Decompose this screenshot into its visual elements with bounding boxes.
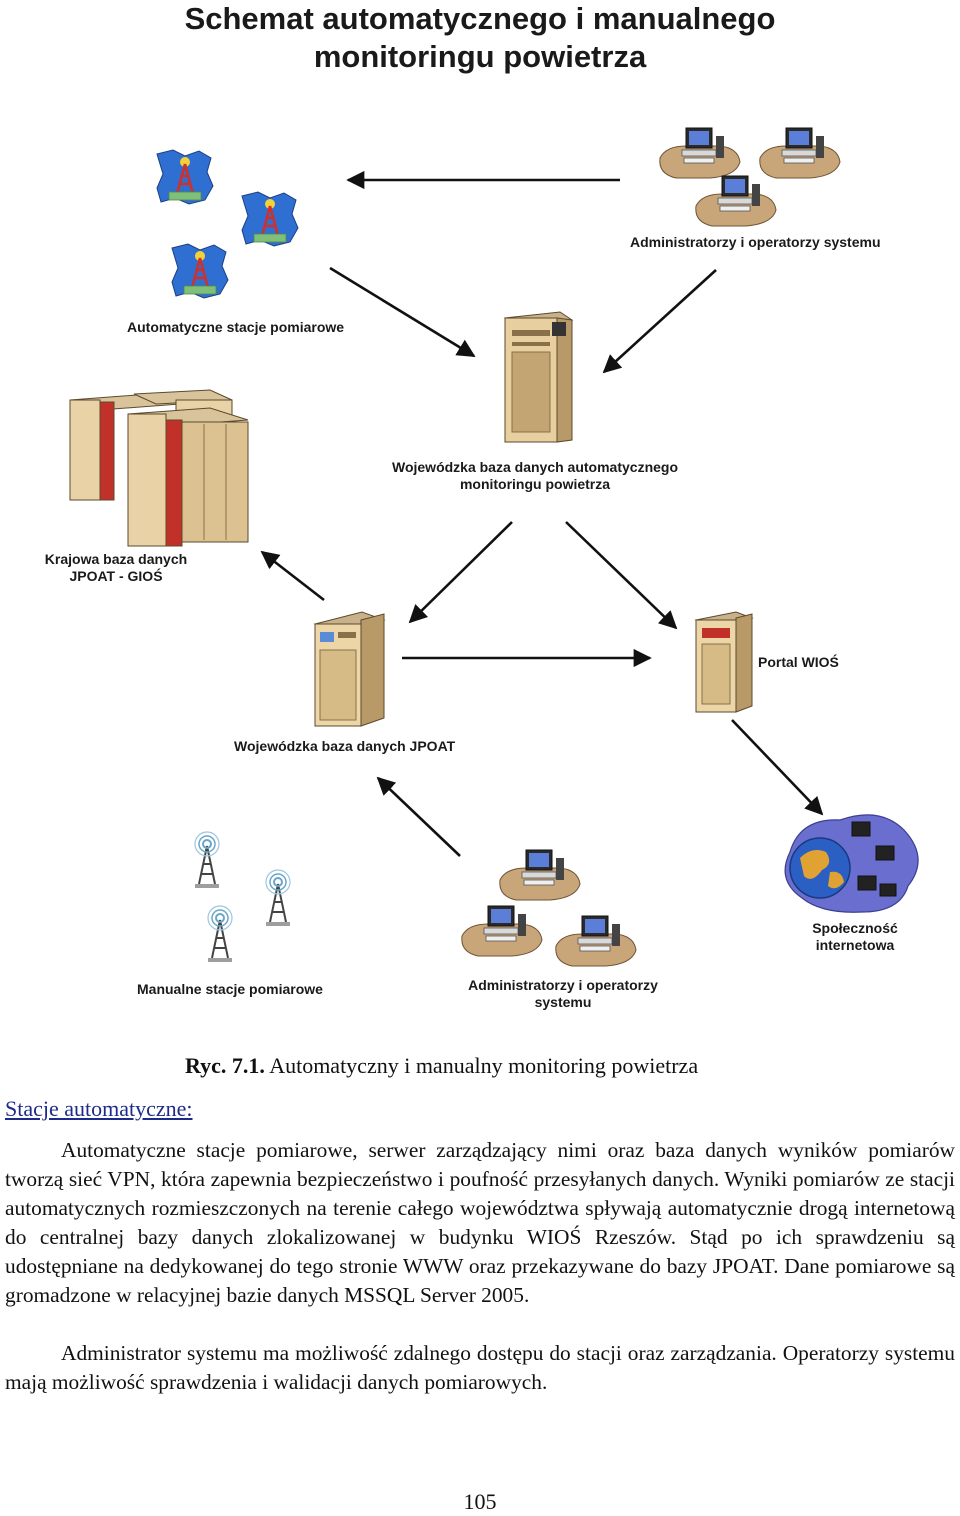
manual-stations-antennas-icon — [194, 831, 291, 963]
admins-bottom-workstations-icon — [461, 849, 637, 967]
arrow-jpoat-to-national — [260, 550, 325, 602]
label-national-db: Krajowa baza danych JPOAT - GIOŚ — [44, 551, 188, 584]
label-admins-top: Administratorzy i operatorzy systemu — [630, 234, 881, 250]
admins-top-workstations-icon — [659, 127, 841, 227]
section-heading: Stacje automatyczne: — [5, 1096, 193, 1121]
national-db-mainframe-icon — [69, 389, 249, 547]
label-community: Społeczność internetowa — [812, 920, 898, 953]
label-regional-jpoat: Wojewódzka baza danych JPOAT — [234, 738, 456, 754]
caption-number: Ryc. 7.1. — [185, 1053, 265, 1078]
page-number: 105 — [463, 1489, 497, 1514]
caption-text: Automatyczny i manualny monitoring powie… — [269, 1053, 699, 1078]
flow-arrows — [260, 170, 824, 857]
arrow-portal-to-community — [731, 719, 824, 816]
arrow-admins-to-regional-db — [602, 269, 717, 374]
figure-caption: Ryc. 7.1. Automatyczny i manualny monito… — [185, 1052, 698, 1080]
portal-server-icon — [694, 611, 754, 713]
arrow-stations-to-regional-db — [329, 266, 476, 358]
diagram-graphics — [69, 127, 919, 967]
label-portal: Portal WIOŚ — [758, 654, 839, 670]
paragraph-1: Automatyczne stacje pomiarowe, serwer za… — [5, 1138, 955, 1307]
diagram-title: Schemat automatycznego i manualnego moni… — [184, 1, 776, 74]
arrow-regional-db-to-jpoat — [408, 521, 513, 624]
internet-community-globe-icon — [784, 814, 919, 913]
arrow-regional-db-to-portal — [565, 521, 678, 630]
regional-auto-db-server-icon — [503, 311, 574, 443]
paragraph-2: Administrator systemu ma możliwość zdaln… — [5, 1341, 955, 1394]
regional-jpoat-server-icon — [313, 611, 386, 727]
label-manual-stations: Manualne stacje pomiarowe — [137, 981, 323, 997]
label-auto-stations: Automatyczne stacje pomiarowe — [127, 319, 345, 335]
air-monitoring-diagram: Schemat automatycznego i manualnego moni… — [44, 1, 919, 1010]
arrow-admins-bottom-to-jpoat — [376, 776, 461, 857]
automatic-stations-icon — [155, 148, 300, 300]
label-admins-bottom: Administratorzy i operatorzy systemu — [468, 977, 658, 1010]
label-regional-auto-db: Wojewódzka baza danych automatycznego mo… — [391, 459, 679, 492]
